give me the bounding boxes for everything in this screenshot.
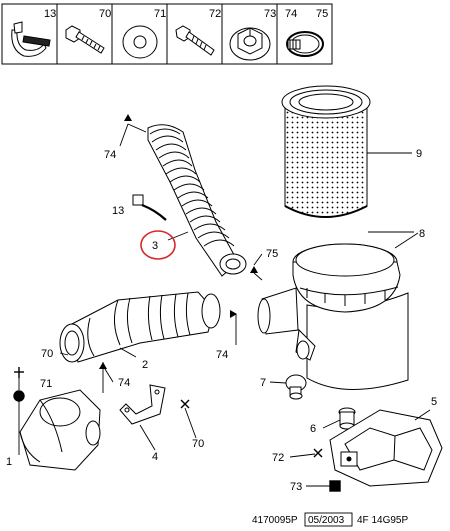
hex-nut-icon (229, 27, 271, 61)
intake-duct (59, 291, 221, 363)
washer-icon (122, 25, 158, 59)
worm-clamp-icon (286, 31, 324, 57)
header-part-number: 70 (99, 8, 111, 20)
support-bracket (119, 384, 166, 425)
callout-1: 1 (6, 456, 12, 468)
header-part-number: 72 (209, 8, 221, 20)
hose-clamp-bracket-icon (11, 21, 51, 57)
callout-71: 71 (40, 378, 52, 390)
callout-6: 6 (310, 423, 316, 435)
rubber-mount (338, 407, 356, 430)
header-part-number: 75 (316, 8, 328, 20)
leader-lines (18, 123, 431, 487)
air-filter-element (281, 85, 371, 218)
callout-4: 4 (152, 451, 158, 463)
callout-74: 74 (118, 377, 130, 389)
callout-5: 5 (431, 396, 437, 408)
callout-9: 9 (416, 148, 422, 160)
footer-code: 4170095P (252, 515, 298, 526)
air-filter-housing (257, 243, 409, 391)
screw-icon (175, 25, 215, 56)
callout-2: 2 (142, 359, 148, 371)
parts-header (1, 3, 333, 65)
corrugated-intake-hose (147, 124, 247, 277)
bolt-icon (65, 25, 105, 54)
footer-ref: 4F 14G95P (357, 515, 408, 526)
highlight-circle (140, 230, 176, 260)
callout-7: 7 (260, 377, 266, 389)
header-part-number: 74 (285, 8, 297, 20)
footer-date-box (304, 512, 353, 527)
callout-13: 13 (112, 205, 124, 217)
header-part-number: 73 (264, 8, 276, 20)
sensor-7 (285, 374, 307, 400)
header-part-number: 71 (154, 8, 166, 20)
air-scoop (19, 389, 101, 471)
callout-8: 8 (419, 228, 425, 240)
callout-74: 74 (216, 349, 228, 361)
callout-74: 74 (104, 149, 116, 161)
callout-70: 70 (41, 348, 53, 360)
callout-75: 75 (266, 248, 278, 260)
footer: 4170095P 05/2003 4F 14G95P (252, 512, 408, 527)
callout-3: 3 (152, 240, 158, 252)
callout-72: 72 (272, 452, 284, 464)
callout-70: 70 (192, 438, 204, 450)
header-part-number: 13 (44, 8, 56, 20)
mounting-tray (329, 409, 443, 487)
footer-date: 05/2003 (308, 515, 345, 526)
fastener-markers (13, 194, 341, 492)
callout-73: 73 (290, 481, 302, 493)
